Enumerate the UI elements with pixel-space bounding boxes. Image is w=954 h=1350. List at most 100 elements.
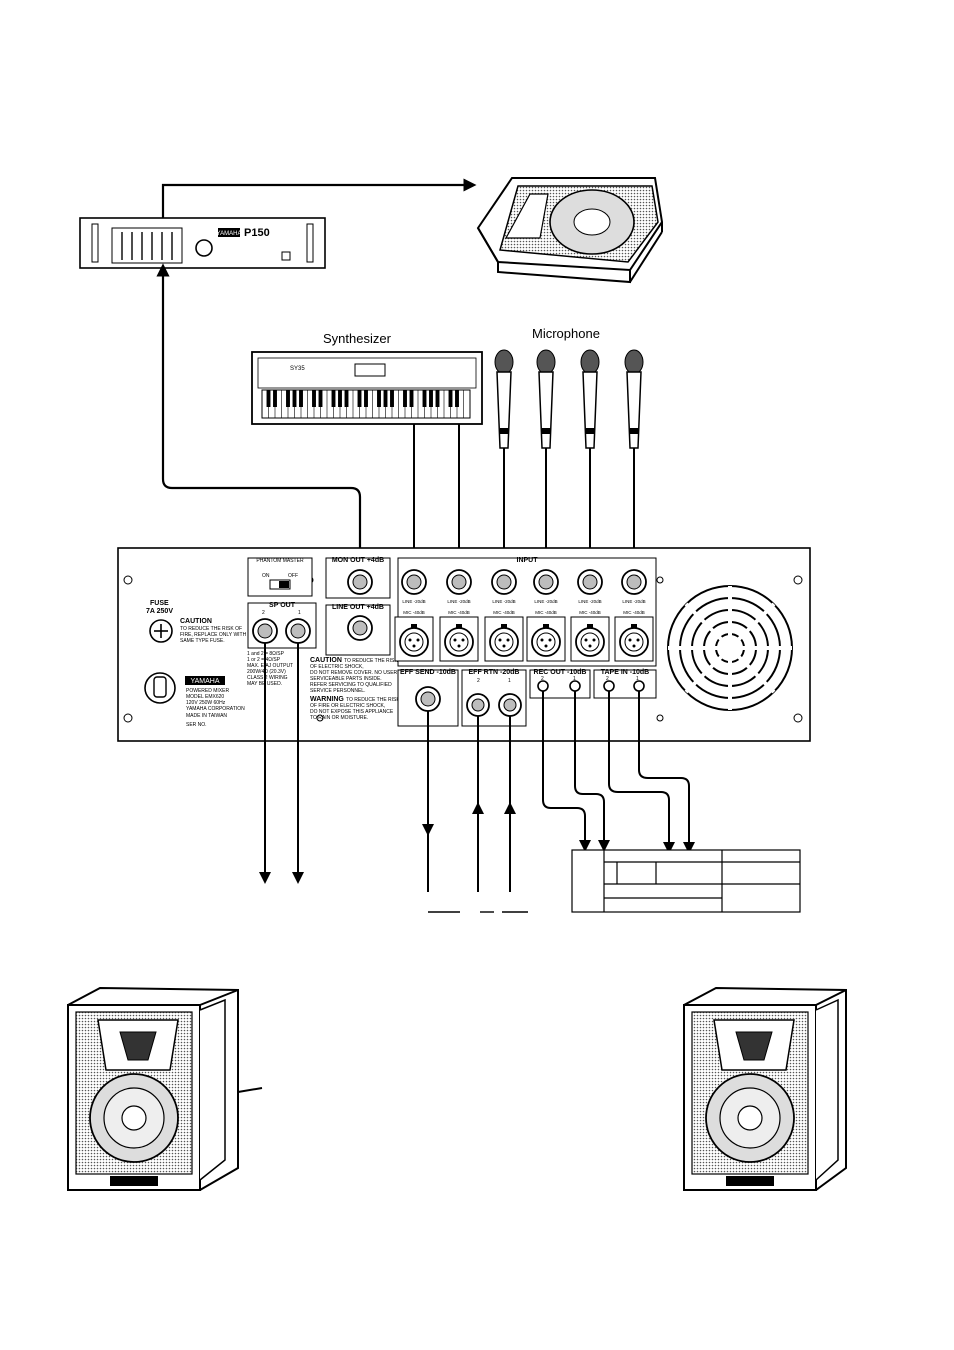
xlr-pin	[498, 638, 502, 642]
powered-mixer-rear-panel: FUSE 7A 250V CAUTION TO REDUCE THE RISK …	[117, 547, 811, 742]
amp-power-switch	[281, 251, 291, 261]
synth-black-key	[409, 390, 414, 407]
synth-black-key	[429, 390, 433, 407]
amp-volume-knob	[195, 239, 213, 257]
line-input-label: LINE -20dB	[447, 599, 470, 604]
synth-black-key	[435, 390, 440, 407]
xlr-latch	[631, 624, 637, 628]
microphone-2	[536, 349, 556, 449]
nameplate-line5: MADE IN TAIWAN	[186, 713, 227, 719]
warning-text-block: WARNING TO REDUCE THE RISK OF FIRE OR EL…	[310, 696, 400, 721]
xlr-latch	[456, 624, 462, 628]
svg-text:1 or 2 = 4Ω/SP: 1 or 2 = 4Ω/SP	[247, 657, 281, 663]
fuse-caution-line3: SAME TYPE FUSE.	[180, 638, 225, 644]
recorder-device-table	[571, 849, 801, 913]
xlr-mic-jack-inner	[580, 632, 600, 652]
rec-out-title: REC OUT -10dB	[534, 669, 587, 676]
input-channel-6: LINE -20dB MIC -40dB	[614, 569, 654, 662]
rec-out-2-jack	[537, 680, 549, 692]
tape-in-1-jack	[633, 680, 645, 692]
eff-rtn-ch2-label: 2	[477, 678, 480, 684]
microphone-label: Microphone	[532, 326, 600, 341]
line-input-jack-core	[406, 574, 422, 590]
power-amplifier: YAMAHA P150	[79, 217, 326, 269]
effect-cables	[422, 711, 516, 892]
nameplate-line4: YAMAHA CORPORATION	[186, 706, 245, 712]
xlr-pin	[632, 644, 636, 648]
input-title: INPUT	[517, 557, 539, 564]
svg-text:DO NOT EXPOSE THIS APPLIANCE: DO NOT EXPOSE THIS APPLIANCE	[310, 709, 394, 715]
synth-black-key	[422, 390, 427, 407]
synth-keys	[266, 390, 464, 418]
svg-text:200W/4Ω (20.3V): 200W/4Ω (20.3V)	[247, 669, 286, 675]
stage-monitor-speaker	[476, 177, 664, 284]
xlr-pin	[408, 638, 412, 642]
fuse-caution-line1: TO REDUCE THE RISK OF	[180, 626, 242, 632]
microphone-1	[494, 349, 514, 449]
svg-text:OF FIRE OR ELECTRIC SHOCK,: OF FIRE OR ELECTRIC SHOCK,	[310, 703, 385, 709]
xlr-mic-jack-inner	[449, 632, 469, 652]
tape-in-ch1-label: 1	[636, 676, 639, 682]
synth-black-key	[364, 390, 368, 407]
nameplate-brand-badge	[185, 676, 225, 685]
caution-text-block: CAUTION TO REDUCE THE RISK OF ELECTRIC S…	[310, 657, 398, 694]
rec-out-1-jack	[569, 680, 581, 692]
input-channel-5: LINE -20dB MIC -40dB	[570, 569, 610, 662]
mon-out-to-amp-cable	[156, 263, 362, 570]
nameplate-line1: POWERED MIXER	[186, 688, 229, 694]
svg-text:DO NOT REMOVE COVER. NO USER: DO NOT REMOVE COVER. NO USER	[310, 670, 398, 676]
line-input-label: LINE -20dB	[622, 599, 645, 604]
sp-out-ch2-label: 2	[262, 610, 265, 616]
amp-brand: YAMAHA	[217, 231, 242, 237]
xlr-mic-jack-inner	[494, 632, 514, 652]
fuse-caution-line2: FIRE, REPLACE ONLY WITH	[180, 632, 247, 638]
xlr-pin	[453, 638, 457, 642]
xlr-pin	[502, 644, 506, 648]
amp-to-monitor-cable	[161, 178, 477, 218]
xlr-pin	[584, 638, 588, 642]
main-speaker-left	[67, 986, 239, 1191]
mic-input-label: MIC -40dB	[623, 610, 645, 615]
xlr-pin	[592, 638, 596, 642]
synth-black-key	[299, 390, 303, 407]
xlr-latch	[411, 624, 417, 628]
svg-text:CLASS 2 WIRING: CLASS 2 WIRING	[247, 675, 288, 681]
xlr-pin	[548, 638, 552, 642]
right-speaker-badge	[726, 1176, 774, 1186]
line-input-jack-core	[626, 574, 642, 590]
line-input-label: LINE -20dB	[578, 599, 601, 604]
mon-out-title: MON OUT +4dB	[332, 557, 384, 564]
nameplate-line3: 120V 250W 60Hz	[186, 700, 226, 706]
nameplate-line6: SER NO.	[186, 722, 207, 728]
line-input-label: LINE -20dB	[492, 599, 515, 604]
xlr-mic-jack-inner	[536, 632, 556, 652]
mic-input-label: MIC -40dB	[493, 610, 515, 615]
fuse-label: FUSE	[150, 600, 169, 607]
synth-black-key	[377, 390, 381, 407]
tape-in-ch2-label: 2	[606, 676, 609, 682]
phantom-on-label: ON	[262, 573, 270, 579]
amp-model: P150	[244, 227, 270, 239]
svg-text:REFER SERVICING TO QUALIFIED: REFER SERVICING TO QUALIFIED	[310, 682, 392, 688]
synth-black-key	[403, 390, 407, 407]
synth-black-key	[455, 390, 459, 407]
line-input-label: LINE -20dB	[534, 599, 557, 604]
xlr-mic-jack-inner	[624, 632, 644, 652]
left-speaker-cable	[237, 1087, 263, 1093]
nameplate-brand: YAMAHA	[190, 678, 219, 685]
eff-send-title: EFF SEND -10dB	[400, 669, 456, 676]
synth-black-key	[383, 390, 388, 407]
xlr-pin	[461, 638, 465, 642]
line-input-jack-core	[582, 574, 598, 590]
xlr-pin	[412, 644, 416, 648]
synth-model: SY35	[290, 366, 305, 372]
xlr-pin	[588, 644, 592, 648]
cooling-fan	[667, 585, 793, 711]
mic-input-label: MIC -40dB	[579, 610, 601, 615]
fuse-caution-title: CAUTION	[180, 618, 212, 625]
xlr-pin	[636, 638, 640, 642]
